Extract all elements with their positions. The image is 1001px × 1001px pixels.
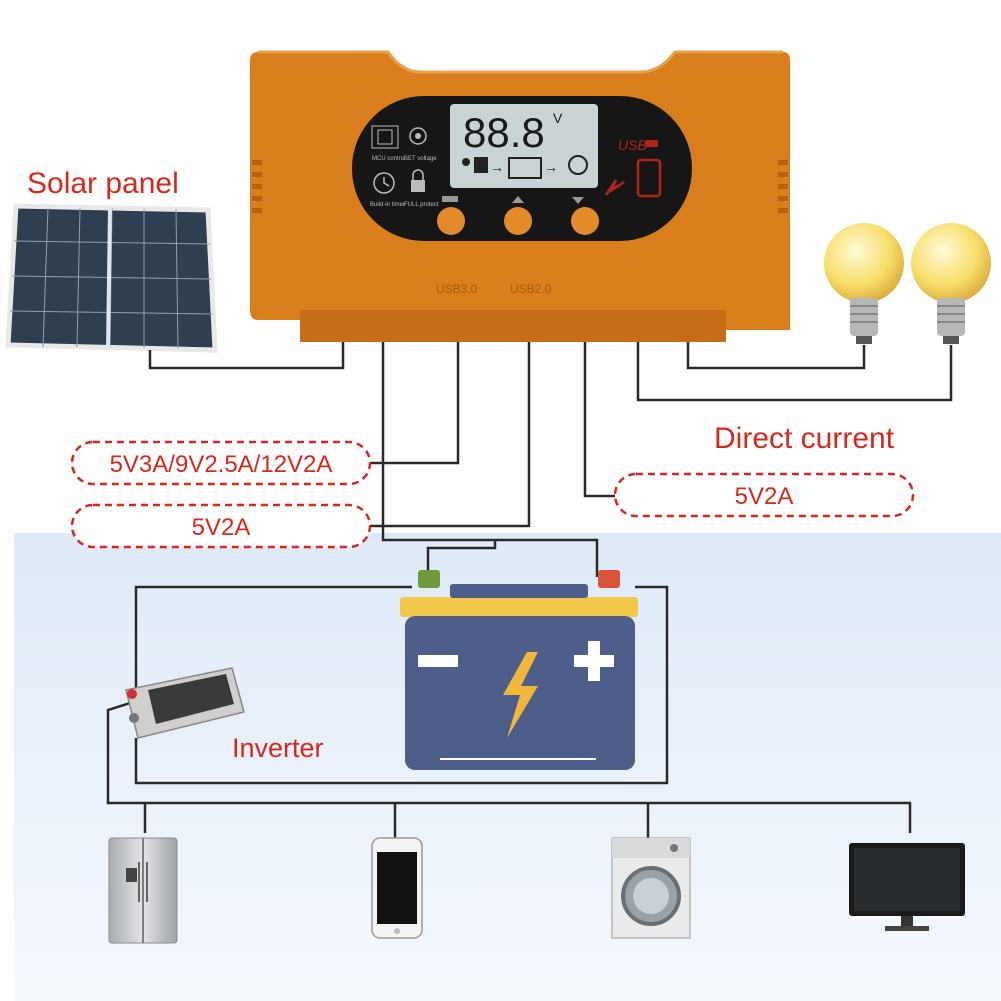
monitor-icon (849, 843, 965, 931)
usb2-output-badge (70, 503, 372, 549)
usb3-output-badge (70, 440, 372, 486)
timer-label: Build-in timer (370, 202, 405, 208)
mcu-label: MCU control (372, 156, 405, 162)
usb2-output-label: 5V2A (192, 514, 251, 541)
direct-current-label: Direct current (714, 422, 895, 455)
dc-output-label: 5V2A (735, 483, 794, 510)
solar-charge-controller: 88.8 V → → MCU control SET voltage Build… (250, 50, 790, 342)
usb-led (646, 140, 658, 147)
lcd-unit: V (553, 110, 563, 126)
inverter-label: Inverter (232, 733, 324, 763)
gear-icon (409, 127, 427, 145)
menu-button[interactable] (437, 207, 465, 235)
lcd-bulb-icon (568, 155, 588, 175)
inverter-icon (125, 667, 245, 739)
clock-icon (373, 172, 395, 194)
bulb-icon (911, 223, 991, 344)
set-label: SET voltage (404, 156, 437, 162)
port-label-usb2: USB2.0 (510, 282, 552, 296)
bulb-icon (824, 223, 904, 344)
down-button[interactable] (571, 207, 599, 235)
washer-icon (611, 837, 691, 939)
lcd-arrow-icon: → (490, 159, 504, 175)
lock-icon (411, 169, 425, 192)
lcd-digits: 88.8 (463, 109, 545, 156)
menu-button-icon (442, 196, 458, 202)
lcd-panel-icon (474, 157, 488, 173)
dc-output-badge (613, 472, 915, 518)
phone-indicator-icon (636, 158, 662, 198)
battery-icon (400, 570, 638, 770)
usb-indicator: USB (618, 137, 647, 153)
down-arrow-icon (572, 197, 584, 204)
up-arrow-icon (512, 196, 524, 203)
port-label-usb3: USB3.0 (436, 282, 478, 296)
solar-panel-label: Solar panel (27, 167, 179, 200)
charge-bolt-icon (604, 179, 625, 196)
phone-icon (371, 837, 423, 939)
mcu-icon (371, 125, 399, 149)
lcd-sun-icon (462, 158, 470, 166)
wiring (106, 342, 953, 838)
lcd-arrow-icon: → (544, 159, 558, 175)
solar-panel-icon (5, 203, 218, 353)
up-button[interactable] (504, 207, 532, 235)
fridge-icon (108, 837, 178, 944)
lcd-battery-icon (508, 157, 542, 179)
usb3-output-label: 5V3A/9V2.5A/12V2A (110, 451, 333, 478)
protect-label: FULL protect (404, 202, 439, 208)
